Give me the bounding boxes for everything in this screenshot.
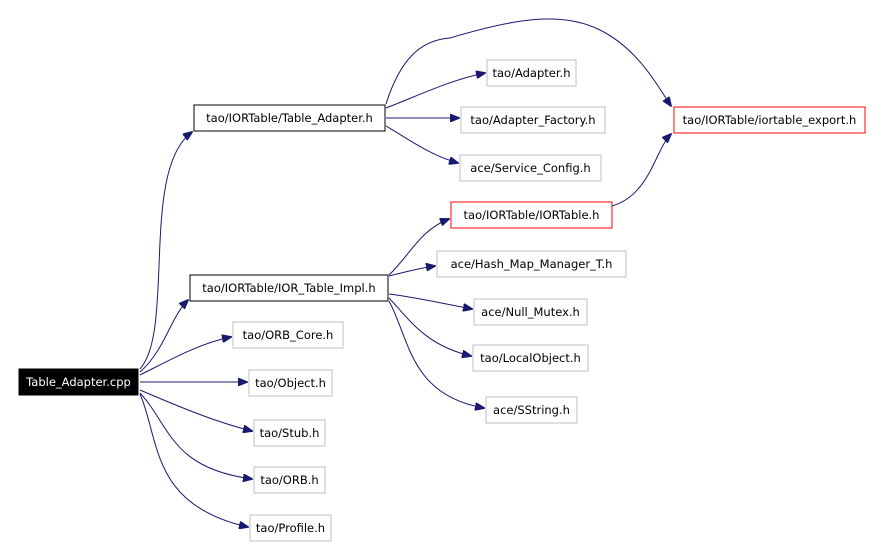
node-label: tao/IORTable/iortable_export.h — [683, 113, 857, 127]
edge-ior_table_impl_h-to-localobject_h — [388, 297, 471, 356]
node-box — [450, 201, 613, 229]
node-box — [459, 154, 602, 182]
node-label: ace/Hash_Map_Manager_T.h — [451, 257, 613, 271]
node-box — [248, 369, 333, 397]
node-adapter-factory-h[interactable]: tao/Adapter_Factory.h — [460, 106, 606, 134]
node-box — [485, 396, 578, 424]
node-box — [232, 321, 344, 349]
node-table-adapter-h[interactable]: tao/IORTable/Table_Adapter.h — [193, 104, 386, 132]
node-label: tao/ORB_Core.h — [243, 328, 334, 342]
node-box — [189, 274, 389, 302]
edge-table_adapter_h-to-iortable_export_h — [385, 18, 671, 106]
node-box — [436, 250, 627, 278]
node-stub-h[interactable]: tao/Stub.h — [253, 419, 326, 447]
node-label: tao/Profile.h — [256, 521, 325, 535]
node-label: ace/SString.h — [493, 403, 570, 417]
node-box — [673, 106, 866, 134]
edge-iortable_h-to-iortable_export_h — [611, 134, 671, 207]
edge-root-to-stub_h — [139, 389, 252, 431]
node-ior-table-impl-h[interactable]: tao/IORTable/IOR_Table_Impl.h — [189, 274, 389, 302]
edge-root-to-table_adapter_h — [139, 132, 192, 370]
node-label: tao/ORB.h — [260, 473, 318, 487]
node-label: tao/IORTable/Table_Adapter.h — [206, 111, 373, 125]
node-profile-h[interactable]: tao/Profile.h — [249, 514, 332, 542]
edge-ior_table_impl_h-to-null_mutex_h — [388, 293, 472, 309]
edge-ior_table_impl_h-to-hash_map_h — [388, 266, 435, 277]
node-label: tao/LocalObject.h — [480, 351, 581, 365]
node-label: tao/Object.h — [255, 376, 326, 390]
node-box — [249, 514, 332, 542]
node-label: ace/Null_Mutex.h — [481, 305, 580, 319]
node-null-mutex-h[interactable]: ace/Null_Mutex.h — [473, 298, 588, 326]
node-label: Table_Adapter.cpp — [25, 375, 131, 389]
node-root: Table_Adapter.cpp — [18, 368, 139, 396]
node-orb-core-h[interactable]: tao/ORB_Core.h — [232, 321, 344, 349]
node-box — [473, 298, 588, 326]
edge-ior_table_impl_h-to-sstring_h — [388, 300, 484, 408]
node-orb-h[interactable]: tao/ORB.h — [253, 466, 326, 494]
edge-root-to-profile_h — [139, 393, 248, 527]
node-localobject-h[interactable]: tao/LocalObject.h — [472, 344, 589, 372]
edge-root-to-orb_h — [139, 392, 252, 479]
node-adapter-h[interactable]: tao/Adapter.h — [486, 59, 577, 87]
edge-root-to-orb_core_h — [139, 337, 231, 376]
node-label: tao/Adapter.h — [493, 66, 571, 80]
node-label: tao/Stub.h — [260, 426, 320, 440]
node-box — [253, 466, 326, 494]
node-sstring-h[interactable]: ace/SString.h — [485, 396, 578, 424]
node-object-h[interactable]: tao/Object.h — [248, 369, 333, 397]
edge-table_adapter_h-to-service_config_h — [385, 125, 458, 163]
node-label: ace/Service_Config.h — [470, 161, 590, 175]
node-label: tao/IORTable/IORTable.h — [464, 208, 600, 222]
node-label: tao/IORTable/IOR_Table_Impl.h — [202, 281, 375, 295]
node-box — [460, 106, 606, 134]
node-box — [486, 59, 577, 87]
node-service-config-h[interactable]: ace/Service_Config.h — [459, 154, 602, 182]
node-box — [18, 368, 139, 396]
node-box — [193, 104, 386, 132]
node-iortable-h[interactable]: tao/IORTable/IORTable.h — [450, 201, 613, 229]
node-hash-map-h[interactable]: ace/Hash_Map_Manager_T.h — [436, 250, 627, 278]
edge-root-to-ior_table_impl_h — [139, 300, 188, 373]
edge-table_adapter_h-to-adapter_h — [385, 73, 485, 109]
edge-ior_table_impl_h-to-iortable_h — [388, 219, 449, 276]
node-label: tao/Adapter_Factory.h — [470, 113, 595, 127]
node-iortable-export-h[interactable]: tao/IORTable/iortable_export.h — [673, 106, 866, 134]
node-box — [472, 344, 589, 372]
node-box — [253, 419, 326, 447]
